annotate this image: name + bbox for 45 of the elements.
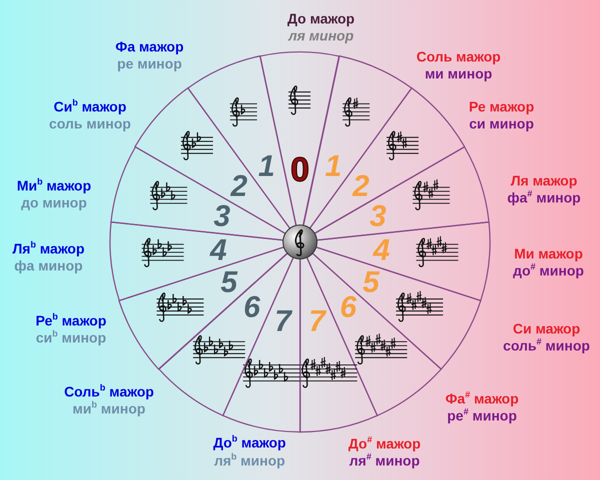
key-number: 5 <box>362 268 380 298</box>
major-key-label: Си$^{b}$ мажор <box>54 99 126 114</box>
key-number: 1 <box>325 152 342 182</box>
major-key-label: Фа$^{#}$ мажор <box>445 391 519 406</box>
major-key-label: Ля мажор <box>510 173 578 188</box>
key-number: 2 <box>352 172 370 202</box>
major-key-label: Ре$^{b}$ мажор <box>36 314 106 329</box>
minor-key-label: си минор <box>469 116 534 132</box>
key-number: 2 <box>230 172 248 202</box>
minor-key-label: ля$^{b}$ минор <box>214 453 286 469</box>
major-key-label: Соль$^{b}$ мажор <box>64 384 154 400</box>
minor-key-label: ля$^{#}$ минор <box>349 454 420 470</box>
key-number: 1 <box>258 152 275 182</box>
major-key-label: До мажор <box>287 12 355 27</box>
key-number: 5 <box>220 268 238 298</box>
minor-key-label: до минор <box>21 196 87 211</box>
key-number: 6 <box>340 293 357 324</box>
major-key-label: Ми мажор <box>514 246 583 262</box>
minor-key-label: ре$^{#}$ минор <box>447 408 517 424</box>
key-number: 6 <box>243 293 260 324</box>
major-key-label: Ми$^{b}$ мажор <box>16 178 92 194</box>
minor-key-label: ре минор <box>117 56 182 72</box>
minor-key-label: ля минор <box>288 29 354 44</box>
major-key-label: До$^{#}$ мажор <box>348 436 421 452</box>
key-number: 4 <box>210 236 227 266</box>
key-number: 7 <box>274 307 292 338</box>
minor-key-label: фа$^{#}$ минор <box>507 190 581 206</box>
minor-key-label: соль$^{#}$ минор <box>503 338 590 354</box>
key-number: 7 <box>308 307 326 338</box>
minor-key-label: ми минор <box>424 66 492 82</box>
minor-key-label: ми$^{b}$ минор <box>72 402 146 417</box>
minor-key-label: до$^{#}$ минор <box>513 264 584 279</box>
major-key-label: Си мажор <box>512 321 580 336</box>
key-number: 3 <box>370 202 386 232</box>
major-key-label: Фа мажор <box>115 39 184 54</box>
minor-key-label: фа минор <box>14 259 83 274</box>
key-number: 4 <box>373 236 390 266</box>
key-number: 0 <box>290 153 310 187</box>
major-key-label: Ре мажор <box>468 99 534 114</box>
major-key-label: До$^{b}$ мажор <box>213 436 286 452</box>
key-number: 3 <box>214 202 230 232</box>
major-key-label: Ля$^{b}$ мажор <box>12 242 85 257</box>
major-key-label: Соль мажор <box>416 49 501 64</box>
minor-key-label: си$^{b}$ минор <box>36 331 106 346</box>
minor-key-label: соль минор <box>49 116 131 132</box>
